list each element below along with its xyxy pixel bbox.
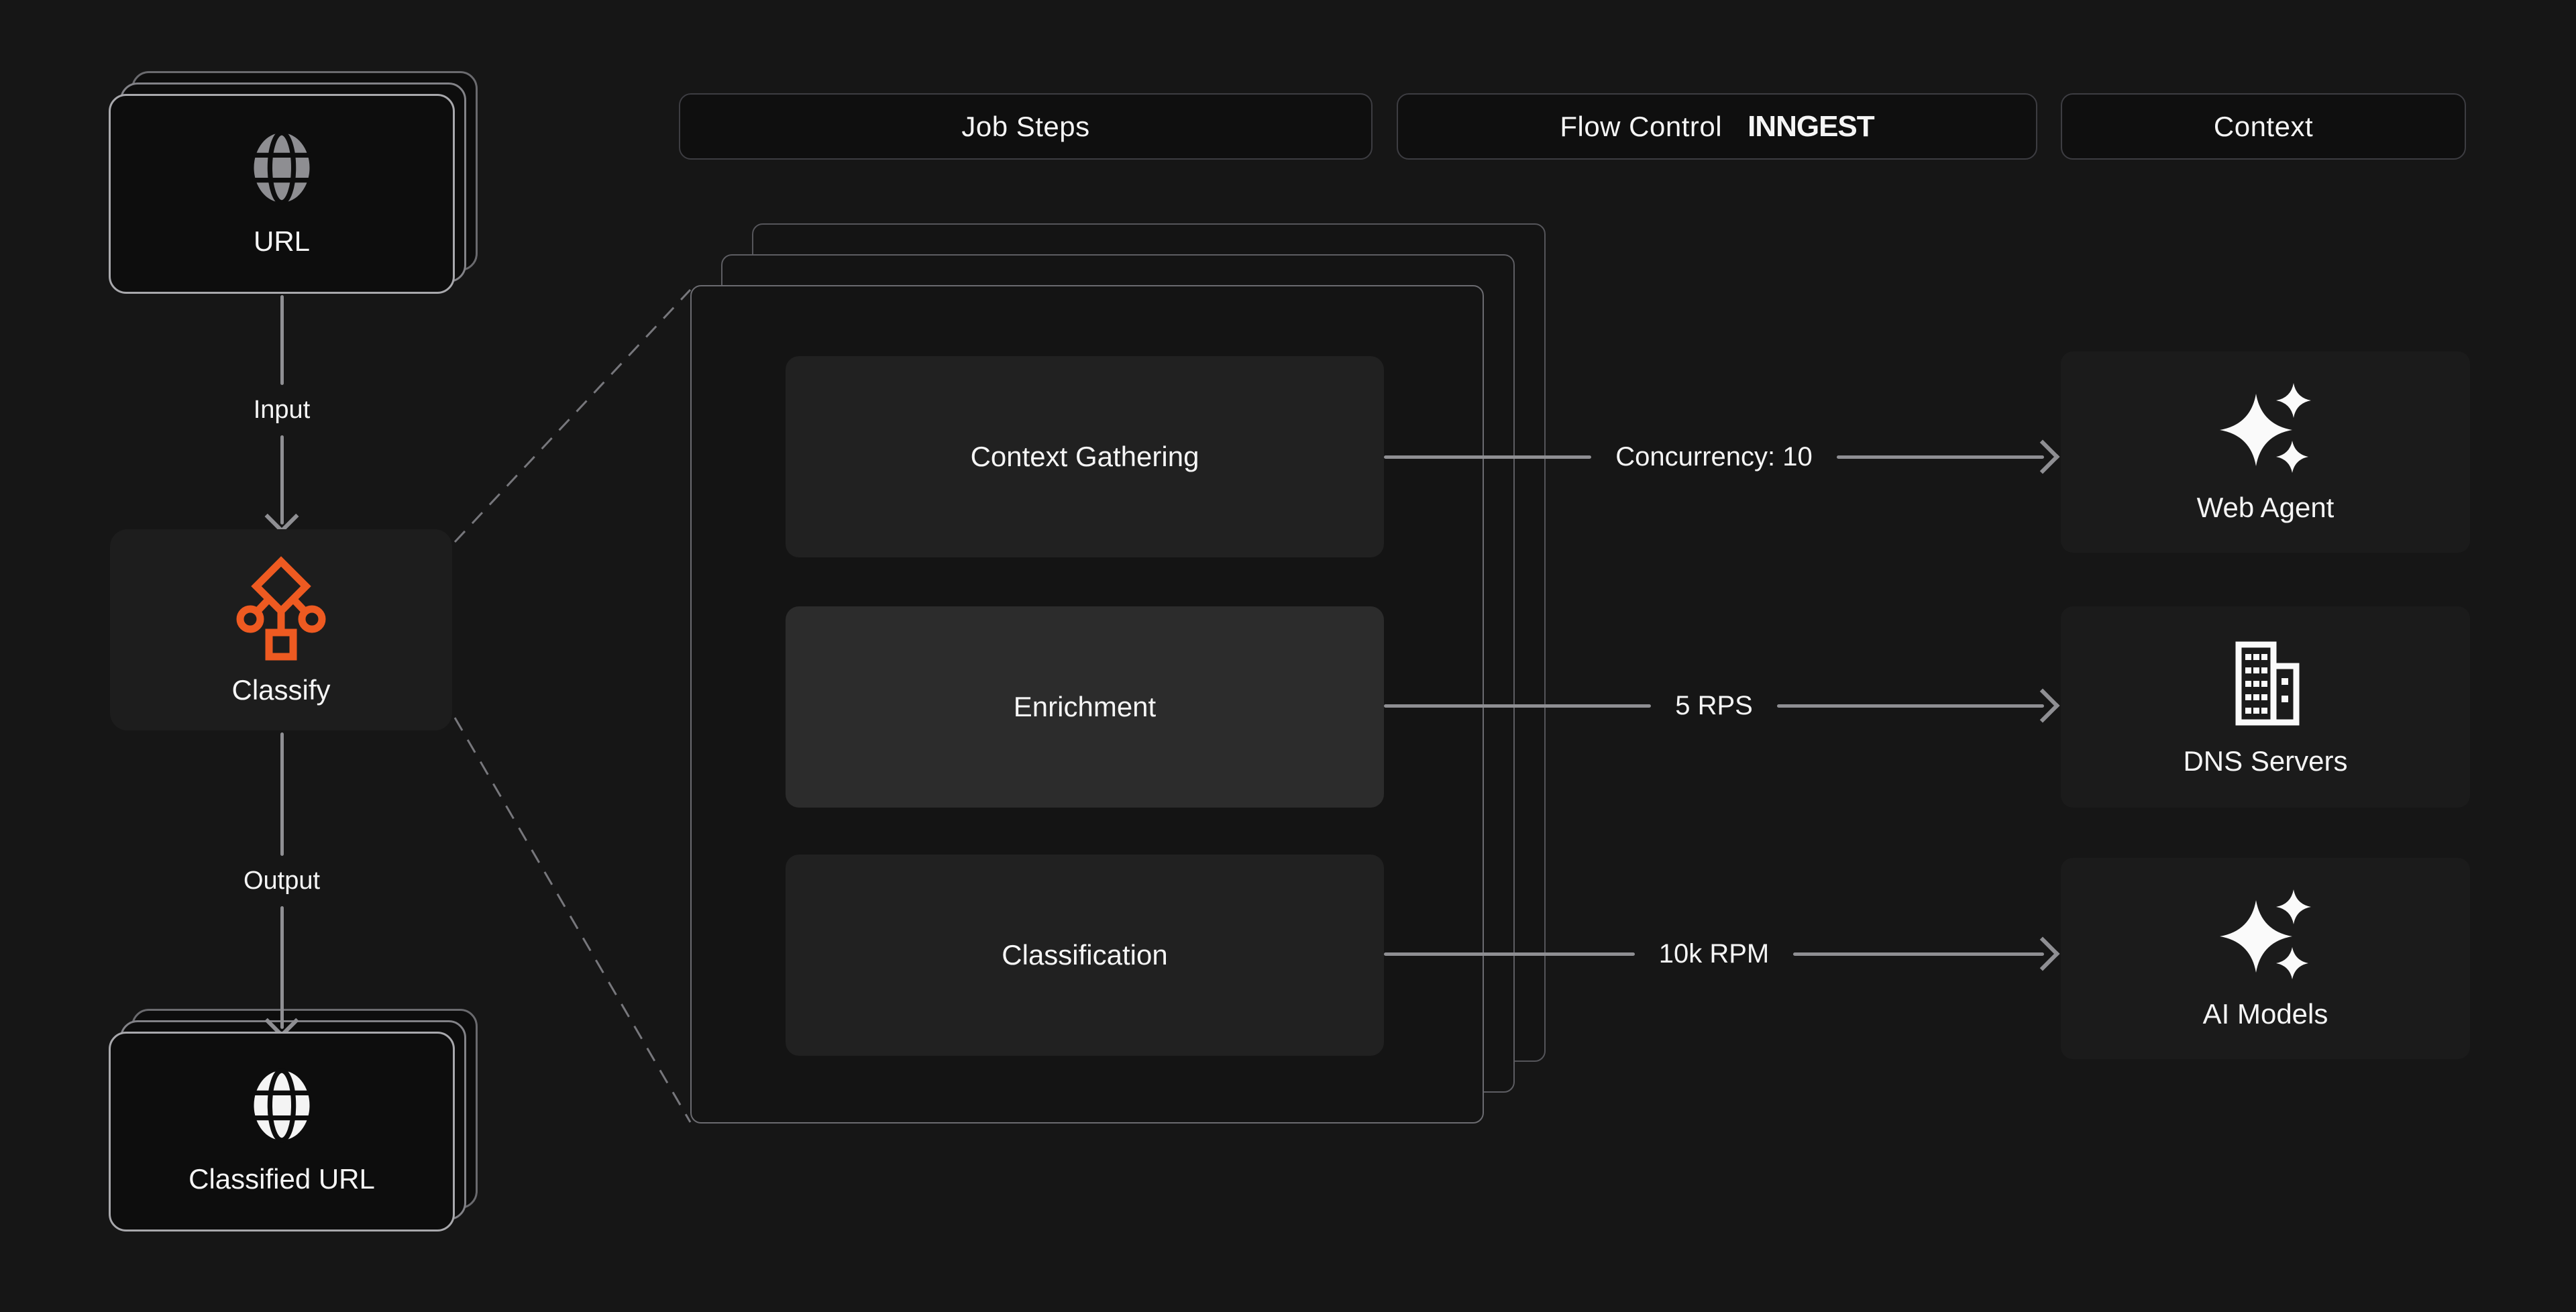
classify-node-label: Classify (231, 674, 331, 706)
context-card-label: DNS Servers (2183, 745, 2348, 777)
globe-icon (247, 130, 317, 205)
context-card-label: Web Agent (2196, 492, 2334, 523)
edge-line (1384, 455, 1592, 459)
arrow-right-icon (2025, 688, 2060, 723)
flow-edge-label: 5 RPS (1675, 690, 1753, 720)
edge-line (280, 435, 284, 525)
step-label: Context Gathering (970, 441, 1199, 472)
edge-line (280, 906, 284, 1029)
classified-url-stack-label: Classified URL (189, 1163, 375, 1195)
edge-line (1384, 952, 1635, 956)
flow-edge-rpm: 10k RPM (1384, 934, 2060, 973)
url-stack-card: URL (109, 94, 455, 294)
context-card-dns-servers: DNS Servers (2061, 606, 2470, 808)
classify-workflow-icon (231, 553, 331, 661)
input-edge-label: Input (253, 395, 311, 424)
edge-line (280, 295, 284, 385)
sparkles-icon (2217, 887, 2314, 983)
classified-url-stack-card: Classified URL (109, 1032, 455, 1232)
url-stack-label: URL (253, 225, 311, 257)
building-icon (2218, 637, 2312, 730)
output-edge-label: Output (243, 866, 321, 895)
arrow-down-icon (264, 499, 299, 534)
flow-edge-label: 10k RPM (1658, 938, 1770, 969)
output-edge: Output (244, 732, 320, 1038)
header-flow-control-label: Flow Control (1560, 110, 1723, 142)
flow-edge-rps: 5 RPS (1384, 686, 2060, 725)
edge-line (1776, 704, 2045, 708)
header-job-steps-label: Job Steps (961, 110, 1090, 142)
context-card-label: AI Models (2202, 998, 2328, 1030)
arrow-right-icon (2025, 439, 2060, 474)
edge-line (1836, 455, 2045, 459)
step-label: Classification (1002, 939, 1168, 971)
context-card-ai-models: AI Models (2061, 858, 2470, 1059)
header-flow-control: Flow Control INNGEST (1397, 93, 2037, 160)
flow-edge-label: Concurrency: 10 (1615, 441, 1813, 472)
globe-icon (247, 1068, 317, 1143)
step-label: Enrichment (1013, 691, 1157, 722)
step-context-gathering: Context Gathering (786, 356, 1384, 557)
context-card-web-agent: Web Agent (2061, 351, 2470, 553)
flow-edge-concurrency: Concurrency: 10 (1384, 437, 2060, 476)
edge-line (1793, 952, 2044, 956)
inngest-logo: INNGEST (1748, 109, 1875, 143)
header-context-label: Context (2213, 110, 2314, 142)
header-job-steps: Job Steps (679, 93, 1373, 160)
sparkles-icon (2217, 380, 2314, 477)
input-edge: Input (254, 295, 310, 534)
step-enrichment: Enrichment (786, 606, 1384, 808)
arrow-right-icon (2025, 936, 2060, 971)
edge-line (1384, 704, 1652, 708)
step-classification: Classification (786, 855, 1384, 1056)
header-context: Context (2061, 93, 2466, 160)
classify-node: Classify (110, 529, 452, 730)
edge-line (280, 732, 284, 856)
